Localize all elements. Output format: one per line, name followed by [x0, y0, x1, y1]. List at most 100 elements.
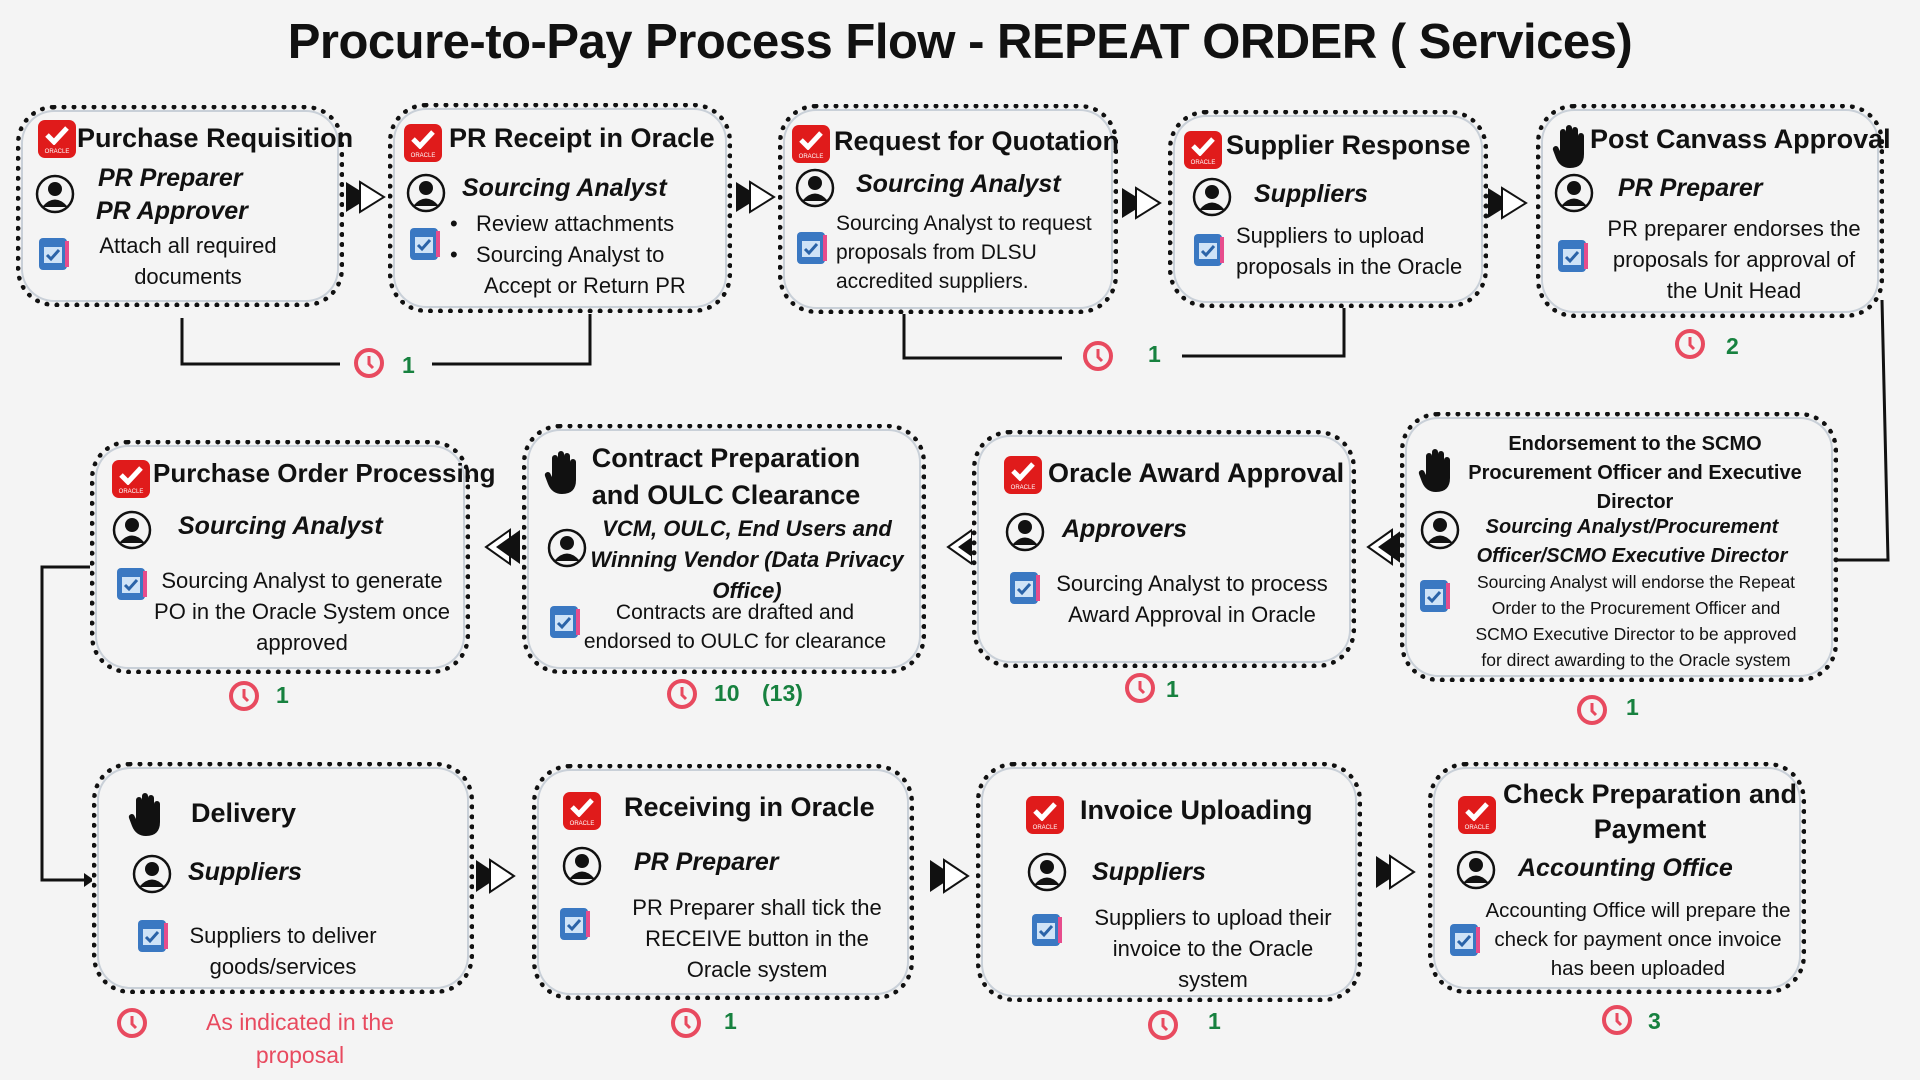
duration-days: 1 — [1208, 1008, 1221, 1034]
task-icon — [550, 606, 580, 638]
arrow-right-icon — [476, 854, 1416, 894]
duration-days: 2 — [1726, 333, 1739, 359]
duration-days: 3 — [1648, 1008, 1661, 1034]
step-pr-receipt — [388, 103, 732, 313]
role-label: Sourcing Analyst — [178, 512, 383, 540]
clock-icon — [117, 1008, 147, 1038]
oracle-check-icon: ORACLE — [404, 124, 442, 162]
clock-icon — [1577, 695, 1607, 725]
step-title: PR Receipt in Oracle — [449, 123, 715, 153]
step-title: Supplier Response — [1226, 130, 1471, 160]
oracle-check-icon: ORACLE — [1184, 131, 1222, 169]
step-contract-preparation — [522, 424, 926, 674]
oracle-check-icon: ORACLE — [38, 120, 76, 158]
task-icon — [1420, 580, 1450, 612]
step-title: Request for Quotation — [834, 126, 1119, 156]
clock-icon — [229, 681, 259, 711]
clock-icon — [1148, 1010, 1178, 1040]
clock-icon — [1602, 1005, 1632, 1035]
step-description: Sourcing Analyst will endorse the Repeat… — [1475, 572, 1797, 670]
role-label: Suppliers — [1092, 858, 1206, 886]
step-title: Receiving in Oracle — [624, 792, 875, 822]
task-icon — [117, 568, 147, 600]
arrow-right-icon — [346, 180, 1528, 220]
clock-icon — [1083, 341, 1113, 371]
duration-days: 10 — [714, 680, 740, 706]
role-label: Sourcing Analyst — [462, 174, 667, 202]
oracle-check-icon: ORACLE — [1458, 796, 1496, 834]
role-label: Accounting Office — [1518, 854, 1733, 882]
task-icon — [1558, 240, 1588, 272]
step-title: Delivery — [191, 798, 297, 828]
duration-days: 1 — [276, 682, 289, 708]
user-icon — [547, 528, 587, 568]
task-icon — [39, 238, 69, 270]
role-label: Suppliers — [1254, 180, 1368, 208]
duration-extra: (13) — [762, 680, 803, 706]
task-icon — [1194, 234, 1224, 266]
page-title: Procure-to-Pay Process Flow - REPEAT ORD… — [287, 15, 1633, 69]
step-bullets: • Review attachments • Sourcing Analyst … — [450, 211, 686, 298]
step-title: Oracle Award Approval — [1048, 458, 1345, 488]
role-label: PR Approver — [96, 197, 248, 225]
task-icon — [1450, 924, 1480, 956]
user-icon — [1554, 173, 1594, 213]
role-label: Sourcing Analyst — [856, 170, 1061, 198]
user-icon — [562, 846, 602, 886]
duration-days: 1 — [1166, 676, 1179, 702]
step-title: Post Canvass Approval — [1590, 124, 1891, 154]
clock-icon — [1675, 329, 1705, 359]
task-icon — [410, 228, 440, 260]
clock-icon — [354, 348, 384, 378]
task-icon — [138, 920, 168, 952]
duration-days: 1 — [1148, 341, 1161, 367]
duration-days: 1 — [402, 352, 415, 378]
step-title: Purchase Requisition — [77, 123, 354, 153]
user-icon — [132, 854, 172, 894]
oracle-check-icon: ORACLE — [112, 460, 150, 498]
duration-days: 1 — [1626, 694, 1639, 720]
user-icon — [112, 510, 152, 550]
user-icon — [1005, 512, 1045, 552]
oracle-check-icon: ORACLE — [1004, 456, 1042, 494]
user-icon — [1420, 510, 1460, 550]
clock-icon — [667, 679, 697, 709]
role-label: Suppliers — [188, 858, 302, 886]
oracle-check-icon: ORACLE — [792, 125, 830, 163]
step-title: Purchase Order Processing — [153, 458, 496, 488]
hand-icon — [544, 451, 576, 494]
role-label: PR Preparer — [1618, 174, 1763, 202]
step-purchase-order-processing — [90, 440, 470, 674]
step-delivery — [92, 762, 474, 994]
step-title: Invoice Uploading — [1080, 795, 1313, 825]
clock-icon — [1125, 673, 1155, 703]
user-icon — [795, 168, 835, 208]
task-icon — [560, 908, 590, 940]
task-icon — [797, 232, 827, 264]
hand-icon — [128, 793, 160, 836]
hand-icon — [1418, 449, 1450, 492]
user-icon — [35, 174, 75, 214]
user-icon — [1192, 177, 1232, 217]
user-icon — [1027, 852, 1067, 892]
step-request-for-quotation — [778, 104, 1118, 314]
step-endorsement-scmo — [1400, 412, 1838, 682]
